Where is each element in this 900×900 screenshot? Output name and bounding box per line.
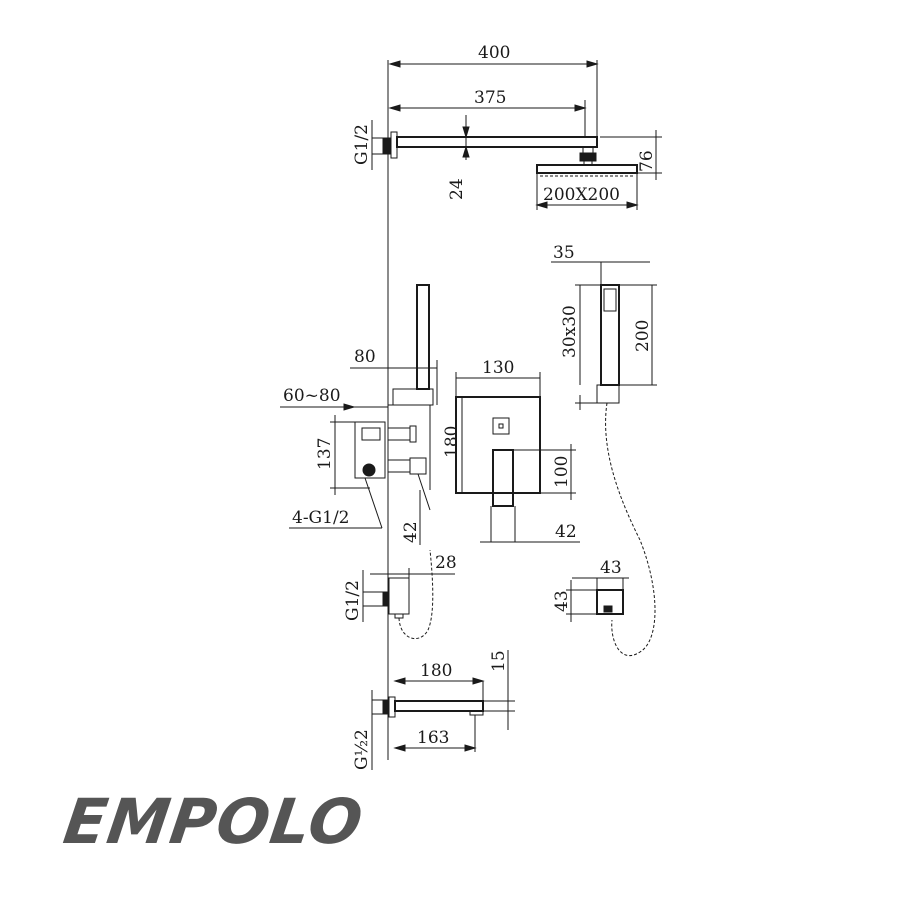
dim-spout-reach: 163 [393,715,477,752]
dim-arm-total: 400 [388,43,599,68]
brand-logo: EMPOLO [59,785,368,858]
dim-spout-length-label: 180 [420,661,452,681]
wall-elbow [382,549,434,640]
dim-hand-width-label: 35 [553,243,575,263]
dim-wall-depth: 60~80 [280,386,356,411]
dim-head-size-label: 200X200 [543,185,620,205]
dim-elbow-depth-label: 28 [435,553,457,573]
dim-elbow-size-w-label: 43 [600,558,622,578]
dim-arm-reach-label: 375 [474,88,506,108]
dim-spout-length: 180 [393,661,485,701]
mixer-valve [354,404,431,511]
dim-holder-offset: 80 [350,347,393,369]
hand-holder [392,284,438,406]
dim-plate-width: 130 [455,358,541,397]
dim-spout-reach-label: 163 [417,728,449,748]
dim-handle-height: 100 [513,444,576,500]
dim-arm-reach: 375 [388,88,587,137]
dim-arm-height: 24 [447,115,470,200]
trim-plate [455,396,541,542]
dim-elbow-inlet: G1/2 [343,570,383,622]
dim-head-size: 200X200 [535,173,639,210]
dim-valve-spacing: 42 [401,490,421,545]
dim-elbow-size-w: 43 [572,558,629,590]
dim-spout-inlet-label: G½2 [352,729,372,770]
dim-valve-ports-label: 4-G1/2 [292,508,350,528]
dim-valve-spacing-label: 42 [401,521,421,543]
dim-spout-height: 15 [483,650,515,730]
bath-spout [382,696,484,718]
dim-spout-height-label: 15 [489,650,509,672]
dim-hand-width: 35 [551,243,650,285]
dim-head-drop: 76 [600,130,662,180]
dim-hand-grip: 30x30 [560,284,601,410]
dim-elbow-inlet-label: G1/2 [343,580,363,621]
dim-valve-ports: 4-G1/2 [289,477,383,529]
dim-arm-total-label: 400 [478,43,510,63]
wall-elbow-front [596,589,624,615]
dim-elbow-size-h: 43 [552,580,597,622]
shower-head [536,146,638,177]
dim-elbow-depth: 28 [370,553,457,578]
dim-arm-height-label: 24 [447,178,467,200]
dim-handle-depth-label: 42 [555,522,577,542]
dim-elbow-size-h-label: 43 [552,590,572,612]
dim-plate-width-label: 130 [482,358,514,378]
dim-handle-height-label: 100 [552,456,572,488]
dim-holder-offset-label: 80 [354,347,376,367]
dim-arm-inlet: G1/2 [352,120,383,170]
dim-handle-depth: 42 [480,522,580,543]
dim-plate-height-label: 180 [442,426,462,458]
dim-spout-inlet: G½2 [352,690,383,770]
dim-valve-height: 137 [315,415,370,495]
dim-hand-length-label: 200 [633,320,653,352]
hand-shower [596,284,656,657]
dim-head-drop-label: 76 [637,150,657,172]
dim-valve-height-label: 137 [315,438,335,470]
dim-arm-inlet-label: G1/2 [352,124,372,165]
dim-wall-depth-label: 60~80 [283,386,341,406]
dim-hand-grip-label: 30x30 [560,305,580,358]
shower-arm [382,60,598,159]
dim-plate-height: 180 [442,397,463,493]
dim-hand-length: 200 [619,284,657,386]
